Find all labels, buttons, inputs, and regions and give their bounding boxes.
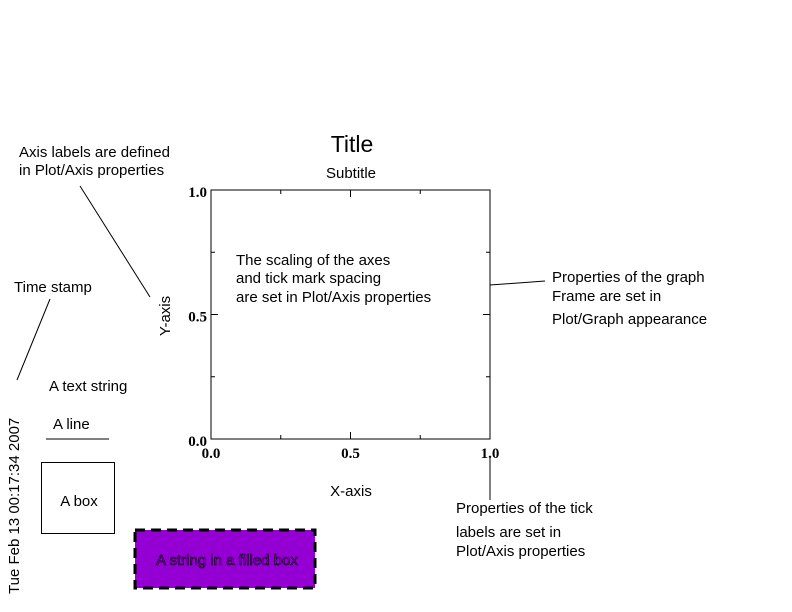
axis-labels-note-line: Axis labels are defined [19,144,170,161]
frame-note-line: Frame are set in [552,288,661,305]
y-axis-label: Y-axis [157,296,174,336]
scaling-note-line: and tick mark spacing [236,270,381,287]
axis-labels-note-line: in Plot/Axis properties [19,162,164,179]
x-tick-label: 1.0 [481,446,500,462]
x-axis-label: X-axis [330,483,372,500]
frame-note-line: Plot/Graph appearance [552,311,707,328]
time-stamp-pointer-line [16,298,51,381]
tick-labels-note-line: Plot/Axis properties [456,543,585,560]
tick-labels-note-line: labels are set in [456,524,561,541]
scaling-note-line: are set in Plot/Axis properties [236,289,431,306]
y-tick-label: 0.0 [188,434,207,450]
frame-pointer-line [489,280,546,286]
filled-box [133,528,317,590]
graph-frame [210,189,491,440]
x-tick-label: 0.0 [202,446,221,462]
y-tick-label: 0.5 [188,310,207,326]
line-label: A line [53,416,90,433]
y-tick-label: 1.0 [188,185,207,201]
axis-labels-pointer-line [79,185,151,298]
frame-note-line: Properties of the graph [552,269,705,286]
tick-marks [210,189,491,440]
x-tick-label: 0.5 [341,446,360,462]
timestamp: Tue Feb 13 00:17:34 2007 [6,418,23,594]
chart-subtitle: Subtitle [326,165,376,182]
tick-labels-note-line: Properties of the tick [456,500,593,517]
tick-labels: 0.00.0 0.5 0.5 1.0 1.0 [188,185,499,462]
time-stamp-note: Time stamp [14,279,92,296]
filled-box-label: A string in a filled box [156,552,298,569]
scaling-note-line: The scaling of the axes [236,252,390,269]
sample-box [41,462,115,534]
text-string: A text string [49,378,127,395]
box-label: A box [60,493,98,510]
chart-title: Title [331,131,374,157]
